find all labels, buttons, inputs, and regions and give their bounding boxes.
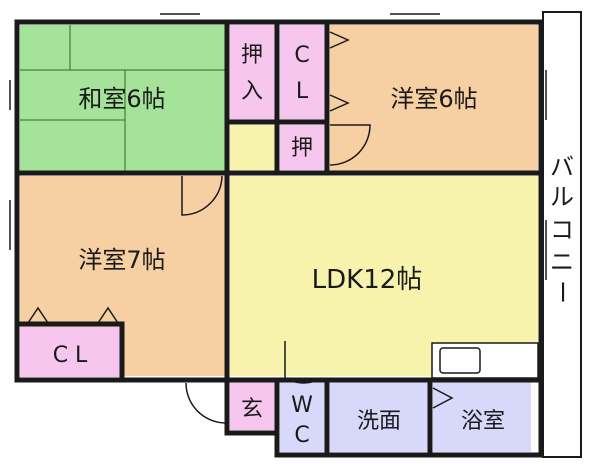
wc-room (280, 382, 325, 452)
balcony-label-4: ニ (550, 248, 574, 276)
balcony-area (542, 11, 582, 458)
cl-bottom-label: C L (53, 343, 88, 368)
oshiire-label-1: 押 (241, 43, 263, 68)
balcony-label-5: ー (548, 280, 576, 304)
yoshitsu-ne-label: 洋室6帖 (390, 85, 477, 113)
doors (181, 124, 371, 424)
yoshitsu-w-label: 洋室7帖 (78, 246, 165, 274)
oshiire-label-2: 入 (241, 79, 263, 104)
tatami-lines (20, 25, 225, 171)
senmen-room (330, 382, 428, 452)
ldk-label: LDK12帖 (312, 265, 423, 295)
yoshitsu-ne-room (330, 25, 538, 171)
washitsu-label: 和室6帖 (78, 85, 165, 113)
windows (9, 13, 547, 280)
balcony-label-2: ル (550, 183, 574, 211)
senmen-label: 洗面 (357, 409, 401, 434)
washitsu-room (20, 25, 225, 171)
cl-top-label-2: L (296, 79, 309, 104)
closet-cl-bottom (20, 327, 120, 377)
balcony-label-3: コ (550, 216, 574, 244)
hall-yellow (230, 125, 275, 170)
yokushitsu-room (433, 382, 531, 452)
closet-oshiire-top (230, 25, 275, 120)
wc-label-1: W (291, 393, 313, 418)
walls (14, 19, 544, 458)
oshi-closet (280, 125, 325, 170)
cl-top-label-1: C (294, 43, 309, 68)
kitchen-counter (431, 342, 539, 379)
wc-label-2: C (294, 423, 309, 448)
genkan-area (230, 382, 275, 430)
folding-doors (25, 31, 454, 409)
closet-cl-top (280, 25, 325, 120)
oshi-label: 押 (291, 136, 313, 161)
balcony-label-1: バ (550, 153, 574, 181)
genkan-label: 玄 (241, 397, 263, 422)
yokushitsu-label: 浴室 (461, 409, 505, 434)
